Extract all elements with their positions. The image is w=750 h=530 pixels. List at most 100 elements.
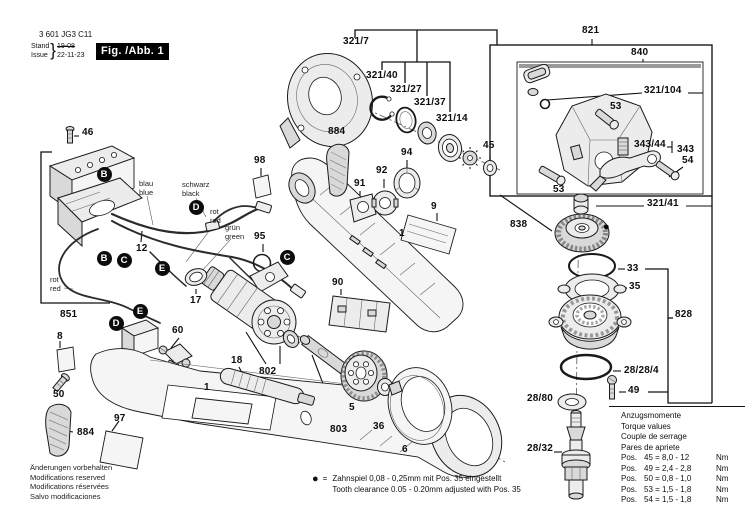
stand-value: 19-08 — [56, 43, 75, 50]
part-label-321-37: 321/37 — [414, 97, 446, 108]
part-label-53: 53 — [610, 101, 622, 112]
part-label-33: 33 — [627, 263, 639, 274]
grip-housing-shape — [45, 346, 503, 478]
part-label-6: 6 — [402, 444, 408, 455]
torque-title-line: Pares de apriete — [621, 442, 680, 452]
modification-note-line: Salvo modificaciones — [30, 491, 101, 501]
part-label-97: 97 — [114, 413, 126, 424]
part-label-95: 95 — [254, 231, 266, 242]
field-module-shape — [48, 126, 143, 248]
part-label-343: 343 — [677, 144, 695, 155]
part-label-828: 828 — [675, 309, 693, 320]
part-label-1: 1 — [399, 228, 405, 239]
part-label-884: 884 — [328, 126, 346, 137]
part-label-840: 840 — [631, 47, 649, 58]
modification-note-line: Änderungen vorbehalten — [30, 463, 113, 472]
part-label-851: 851 — [60, 309, 78, 320]
part-label-321-7: 321/7 — [343, 36, 370, 47]
issue-label: Issue — [31, 52, 48, 59]
tooth-clearance-note: ● = Zahnspiel 0,08 - 0,25mm mit Pos. 35 … — [312, 474, 521, 495]
gear-stack-shape — [548, 193, 632, 500]
part-label-838: 838 — [510, 219, 528, 230]
part-label-50: 50 — [53, 389, 65, 400]
issue-value: 22-11-23 — [56, 52, 85, 59]
group-boxes — [40, 29, 713, 404]
document-part-number: 3 601 JG3 C11 — [39, 30, 93, 39]
modification-note-line: Modifications reserved — [30, 472, 106, 482]
revision-brace: } — [50, 40, 56, 61]
part-label-92: 92 — [376, 165, 388, 176]
part-label-91: 91 — [354, 178, 366, 189]
part-label-821: 821 — [582, 25, 600, 36]
note-line-de: Zahnspiel 0,08 - 0,25mm mit Pos. 35 eing… — [332, 474, 502, 483]
bearing-flange-shape — [279, 52, 497, 176]
part-label-45: 45 — [483, 140, 495, 151]
part-label-803: 803 — [330, 424, 348, 435]
part-label-343-44: 343/44 — [634, 139, 666, 150]
motor-housing-shape — [249, 143, 464, 333]
part-label-321-40: 321/40 — [366, 70, 398, 81]
part-label-28-80: 28/80 — [527, 393, 554, 404]
part-label-60: 60 — [172, 325, 184, 336]
note-equals: = — [322, 474, 328, 483]
wiring-point-badge-D: D — [188, 199, 204, 215]
wiring-point-badge-E: E — [154, 260, 170, 276]
part-label-1: 1 — [204, 382, 210, 393]
gear-housing-shape — [523, 63, 680, 192]
part-label-28-32: 28/32 — [527, 443, 554, 454]
part-label-53: 53 — [553, 184, 565, 195]
armature-shape — [184, 266, 300, 348]
wiring-point-badge-B: B — [96, 166, 112, 182]
wiring-point-badge-B: B — [96, 250, 112, 266]
part-label-18: 18 — [231, 355, 243, 366]
part-label-35: 35 — [629, 281, 641, 292]
part-label-321-104: 321/104 — [644, 85, 682, 96]
torque-title-line: Torque values — [621, 421, 671, 431]
figure-label: Fig. /Abb. 1 — [96, 43, 169, 60]
torque-title-line: Couple de serrage — [621, 432, 687, 441]
wiring-point-badge-D: D — [108, 315, 124, 331]
modification-note-line: Modifications réservées — [30, 482, 109, 491]
part-label-5: 5 — [349, 402, 355, 413]
part-label-98: 98 — [254, 155, 266, 166]
part-label-9: 9 — [431, 201, 437, 212]
part-label-321-14: 321/14 — [436, 113, 468, 124]
part-label-36: 36 — [373, 421, 385, 432]
wiring-point-badge-C: C — [279, 249, 295, 265]
revision-block: Stand Issue } 19-08 22-11-23 — [31, 41, 85, 61]
part-label-94: 94 — [401, 147, 413, 158]
torque-title-line: Anzugsmomente — [621, 411, 682, 420]
note-bullet-icon: ● — [312, 473, 319, 485]
wiring-point-badge-E: E — [132, 303, 148, 319]
part-label-321-41: 321/41 — [647, 198, 679, 209]
part-label-321-27: 321/27 — [390, 84, 422, 95]
note-line-en: Tooth clearance 0.05 - 0.20mm adjusted w… — [332, 484, 521, 494]
adjustment-dot-marker: ● — [603, 221, 610, 233]
part-label-49: 49 — [628, 385, 640, 396]
part-label-54: 54 — [682, 155, 694, 166]
part-label-884: 884 — [77, 427, 95, 438]
part-label-12: 12 — [136, 243, 148, 254]
part-label-90: 90 — [332, 277, 344, 288]
part-label-46: 46 — [82, 127, 94, 138]
part-label-8: 8 — [57, 331, 63, 342]
spindle-gear-guard-shape — [299, 334, 453, 445]
part-label-802: 802 — [259, 366, 277, 377]
part-label-28-28-4: 28/28/4 — [624, 365, 659, 376]
